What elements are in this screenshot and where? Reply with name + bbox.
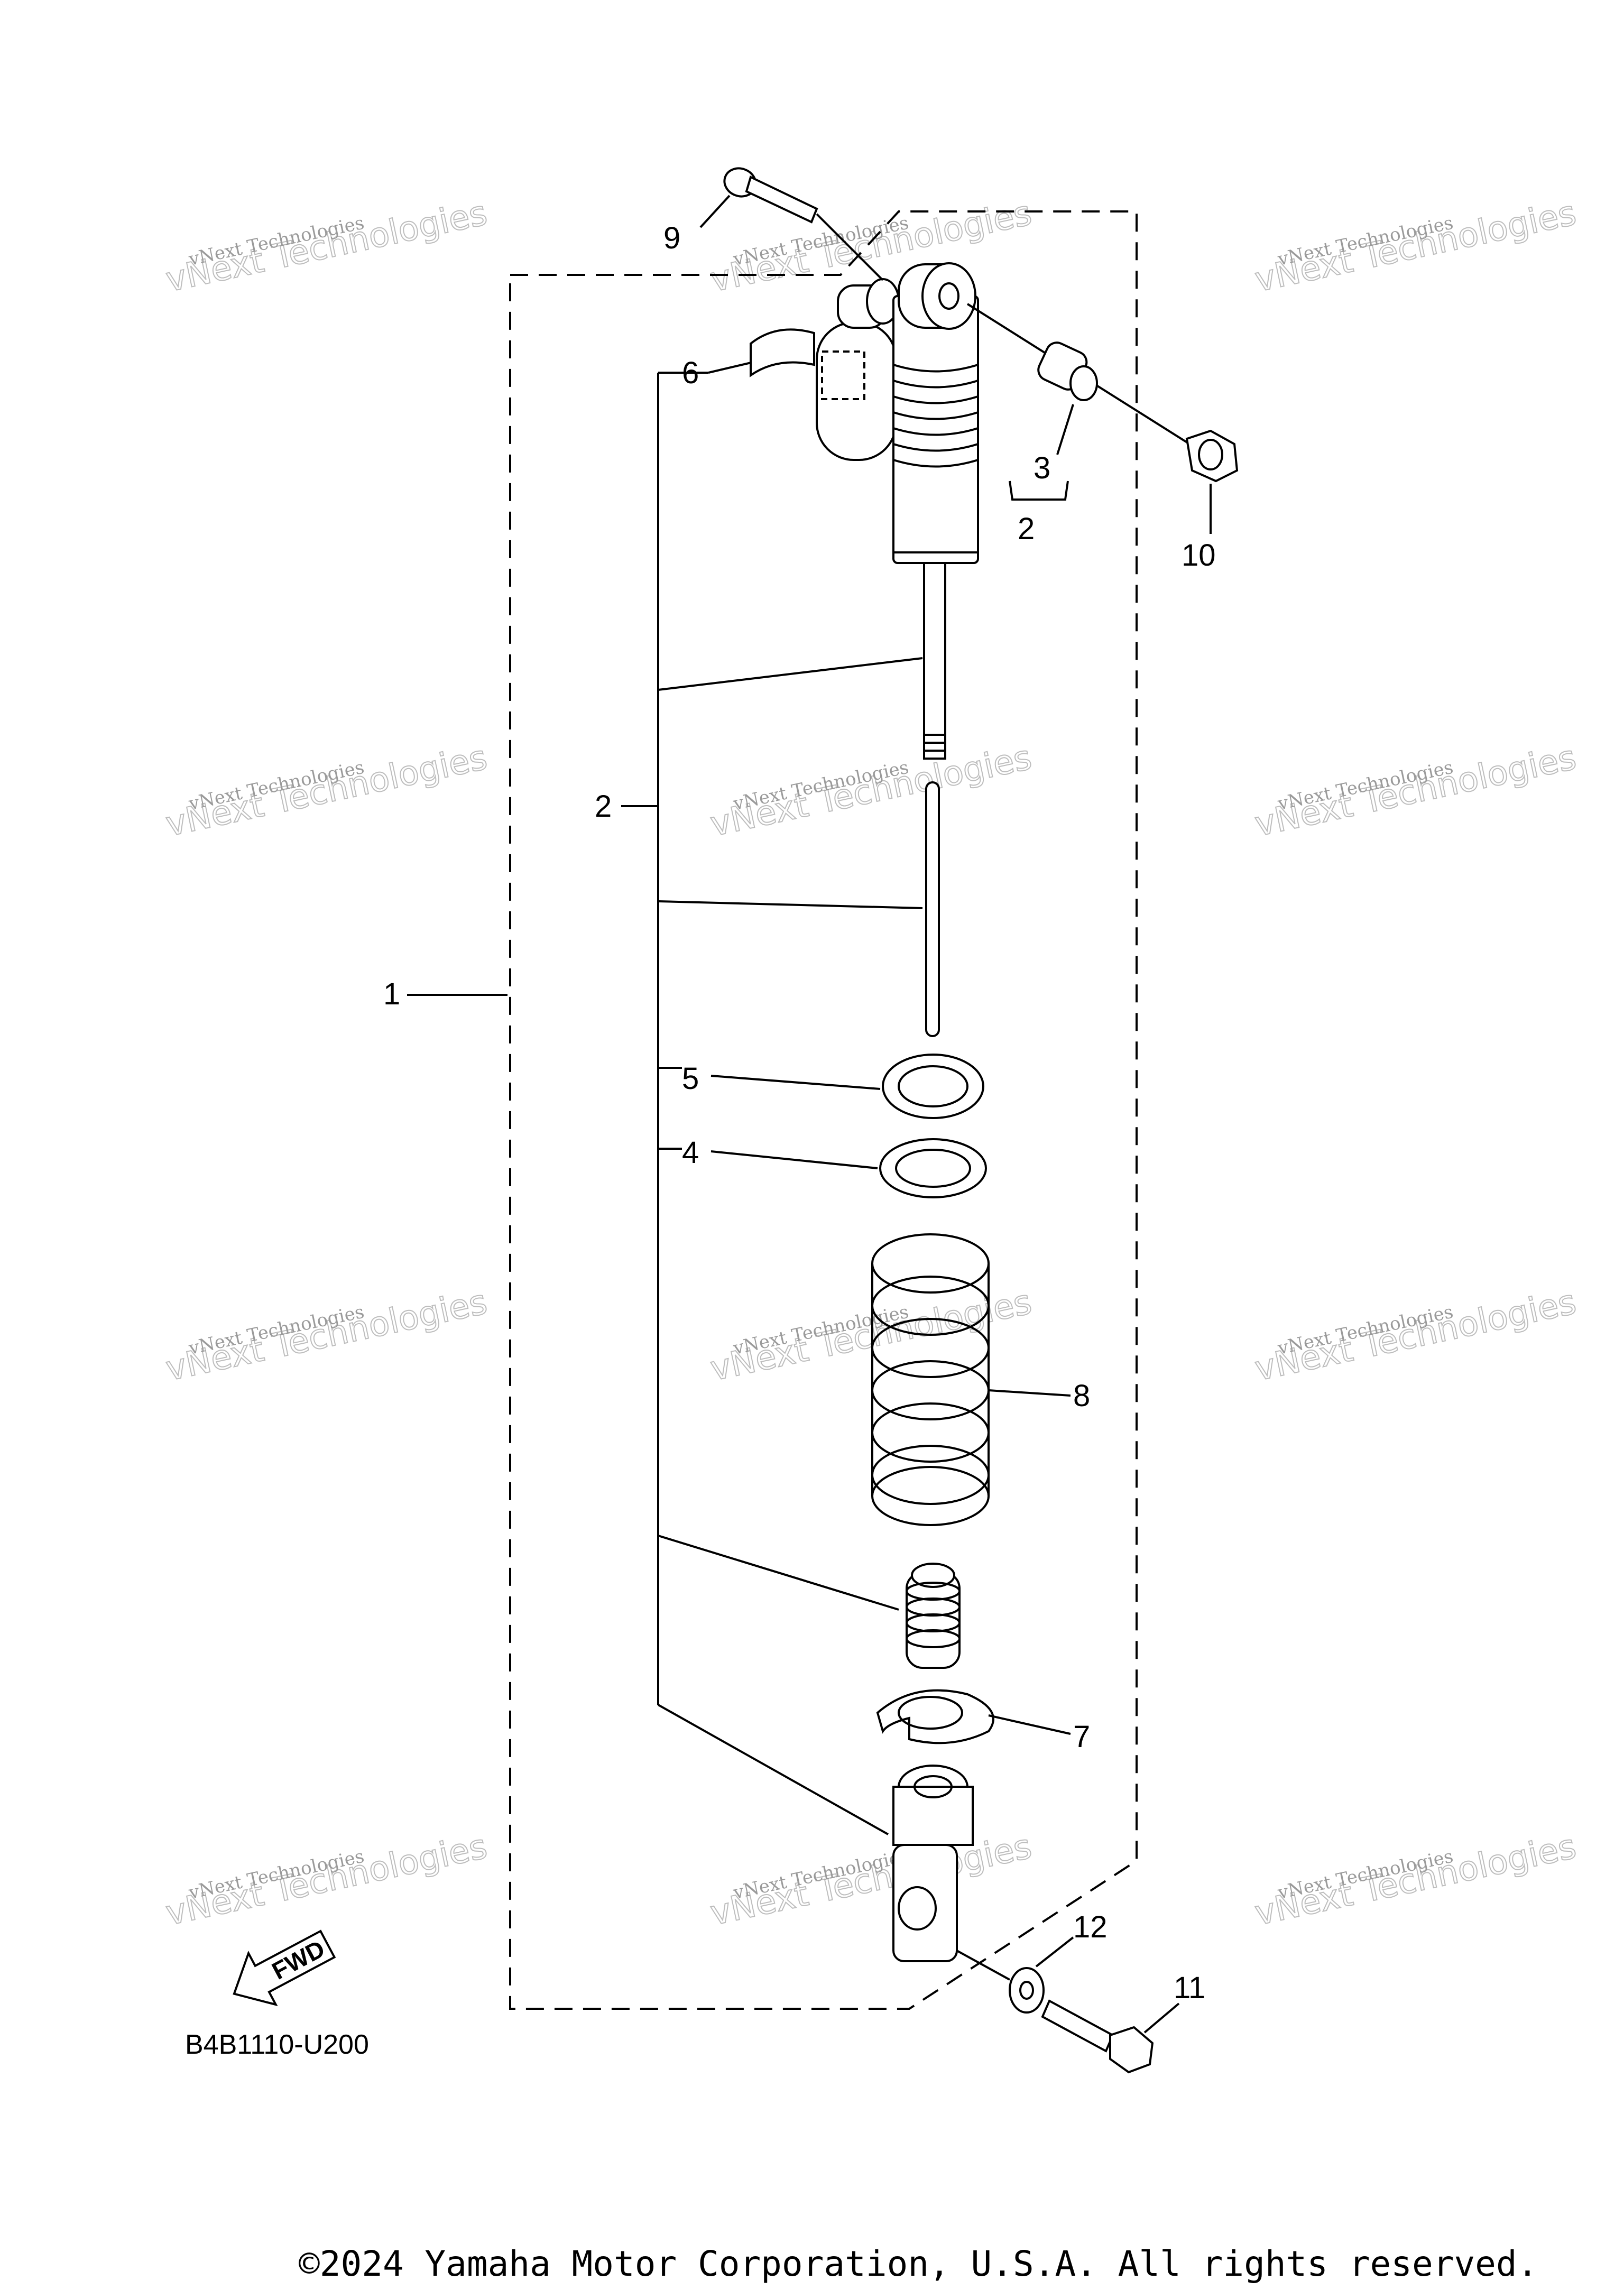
spring-guide-7 [876,1689,994,1744]
callout-9: 9 [663,221,680,255]
washer-12 [1009,1967,1045,2014]
bolt-11 [1041,1999,1154,2074]
leader-line [1143,2002,1180,2034]
callout-2: 2 [595,789,612,824]
damper-rod [925,781,940,1037]
label-sticker [750,328,815,377]
leader-line [658,657,923,691]
axis-line [956,1950,1010,1981]
shock-absorber-body [816,262,979,760]
callout-8: 8 [1073,1379,1090,1413]
nut-10 [1185,429,1239,483]
callout-3: 3 [1034,451,1050,485]
leader-line [1056,404,1074,455]
body-threads [893,364,979,468]
spring-8 [871,1233,990,1526]
lower-clevis [892,1765,974,1962]
leader-line [658,1535,899,1611]
leader-line [699,195,731,228]
leader-line [658,900,923,909]
leader-line [988,1714,1071,1735]
leader-line [658,1704,889,1835]
callout-6: 6 [682,356,699,390]
bump-stopper [906,1563,961,1669]
locknut-5 [882,1054,984,1119]
leader-line [710,1150,878,1169]
callout-10: 10 [1182,538,1216,572]
leader-line [1035,1936,1074,1968]
drawing-code: B4B1110-U200 [185,2029,369,2060]
callout-11: 11 [1174,1971,1205,2005]
leader-line [710,1075,881,1090]
assembly-boundary [509,210,1138,2010]
leader-line [708,361,754,374]
callout-7: 7 [1073,1720,1090,1754]
callout-12: 12 [1073,1910,1108,1944]
callout-1: 1 [383,977,400,1011]
callout-4: 4 [682,1135,699,1170]
callout-2b: 2 [1018,512,1035,546]
adjuster-4 [879,1138,987,1198]
bolt-9 [723,167,884,281]
callout-5: 5 [682,1061,699,1096]
leader-line [988,1389,1071,1397]
copyright-notice: ©2024 Yamaha Motor Corporation, U.S.A. A… [299,2243,1538,2284]
fwd-arrow-icon: FWD [233,1929,336,2007]
bracket-line [1009,481,1069,501]
collar-3 [1037,341,1098,401]
